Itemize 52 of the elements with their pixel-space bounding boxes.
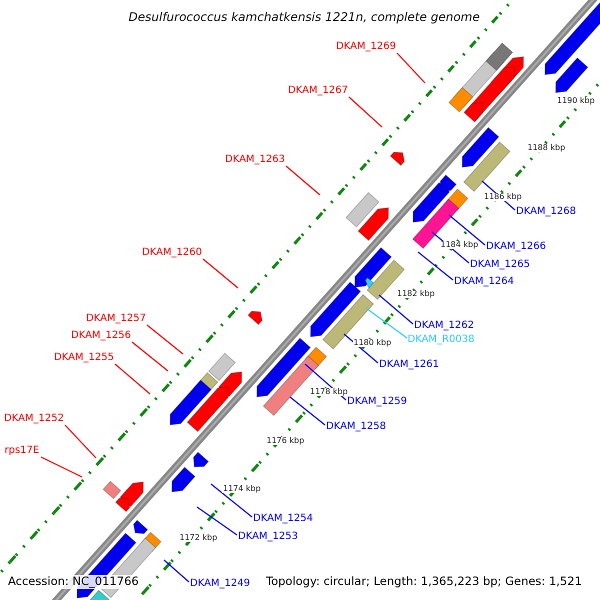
leader-line <box>202 258 238 288</box>
gene-label: DKAM_1260 <box>142 248 202 258</box>
gene-label: DKAM_R0038 <box>408 335 474 345</box>
genome-stats-text: Topology: circular; Length: 1,365,223 bp; Genes: 1,521 <box>264 575 584 588</box>
gene-label: DKAM_1254 <box>253 514 313 524</box>
gene-label: DKAM_1268 <box>516 207 576 217</box>
gene-label: DKAM_1263 <box>225 155 285 165</box>
title: Desulfurococcus kamchatkensis 1221n, complete genome <box>128 11 480 23</box>
leader-line <box>396 52 426 84</box>
leader-line <box>64 424 96 458</box>
gene-label: DKAM_1259 <box>347 397 407 407</box>
gene-label: DKAM_1266 <box>486 242 546 252</box>
gene-label: rps17E <box>4 446 40 456</box>
scale-label: 1184 kbp <box>440 241 480 250</box>
scale-label: 1186 kbp <box>483 192 523 201</box>
scale-label: 1180 kbp <box>352 339 392 347</box>
leader-line <box>348 96 382 128</box>
leader-line <box>196 506 238 536</box>
accession-text: Accession: NC_011766 <box>6 575 141 588</box>
scale-label: 1182 kbp <box>396 290 436 298</box>
leader-line <box>378 294 414 324</box>
leader-line <box>132 342 168 372</box>
scale-label: 1178 kbp <box>309 388 349 396</box>
leader-line <box>418 252 454 280</box>
gene-label: DKAM_1262 <box>414 321 474 331</box>
leader-line <box>146 324 184 354</box>
gene-label: DKAM_1269 <box>336 42 396 52</box>
gene-label: DKAM_1265 <box>470 260 530 270</box>
leader-line <box>366 308 408 338</box>
scale-label: 1188 kbp <box>526 144 566 152</box>
leader-line <box>448 214 486 246</box>
gene-label: DKAM_1249 <box>190 579 250 589</box>
leader-line <box>114 364 150 394</box>
gene-label: DKAM_1256 <box>71 331 131 341</box>
gene-label: DKAM_1261 <box>379 360 439 370</box>
leader-line <box>290 396 326 426</box>
scale-label: 1176 kbp <box>266 436 306 445</box>
gene-label: DKAM_1267 <box>288 86 348 96</box>
gene-label: DKAM_1252 <box>4 414 64 424</box>
leader-line <box>210 484 252 518</box>
leader-line <box>40 456 82 478</box>
scale-label: 1172 kbp <box>178 534 218 542</box>
leader-line <box>286 166 320 196</box>
leader-line <box>344 334 378 364</box>
gene-label: DKAM_1257 <box>86 314 146 324</box>
leader-line <box>164 560 190 582</box>
scale-label: 1190 kbp <box>556 97 596 105</box>
gene-label: DKAM_1264 <box>454 277 514 287</box>
scale-label: 1174 kbp <box>222 485 262 494</box>
gene-label: DKAM_1258 <box>326 422 386 432</box>
gene-label: DKAM_1253 <box>238 532 298 542</box>
gene-label: DKAM_1255 <box>54 353 114 363</box>
